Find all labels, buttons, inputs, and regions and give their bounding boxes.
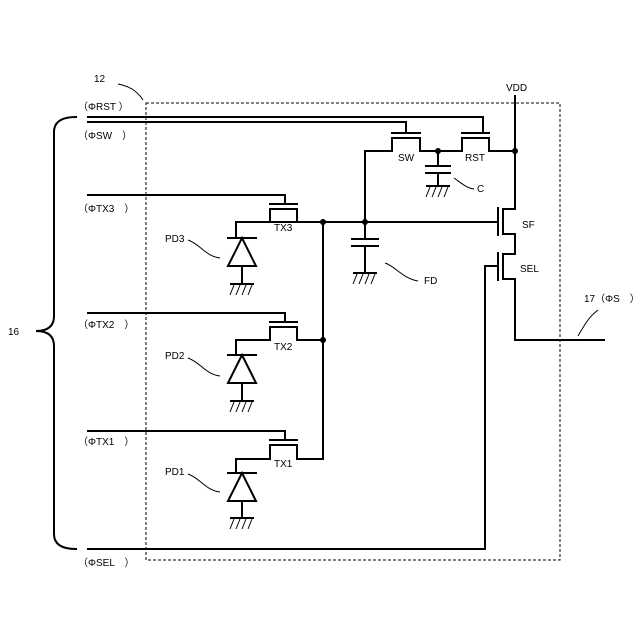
c-leader-line <box>454 178 474 189</box>
tx3-label: TX3 <box>274 223 293 234</box>
signal-label-tx1: （ΦTX1 ） <box>78 436 134 448</box>
pd1-leader-line <box>188 474 220 492</box>
junction-dot-tx3 <box>320 219 326 225</box>
signal-label-tx3: （ΦTX3 ） <box>78 203 134 215</box>
c-label: C <box>477 184 484 195</box>
pd3-label: PD3 <box>165 234 185 245</box>
pd2-label: PD2 <box>165 351 185 362</box>
junction-dot-vdd-rst <box>512 148 518 154</box>
fd-label: FD <box>424 276 437 287</box>
output-leader-line <box>578 310 598 336</box>
output-label: 17（ΦS ） <box>584 293 640 305</box>
tx1-label: TX1 <box>274 459 293 470</box>
sf-label: SF <box>522 220 535 231</box>
capacitor-c <box>426 151 450 197</box>
fd-leader-line <box>385 263 418 281</box>
block-leader-line <box>118 84 143 100</box>
bus-label: 16 <box>8 327 20 338</box>
pd3-photodiode <box>228 238 256 295</box>
pd2-leader-line <box>188 358 220 376</box>
rst-transistor <box>420 133 515 151</box>
block-label: 12 <box>94 74 106 85</box>
sw-label: SW <box>398 153 415 164</box>
sel-transistor <box>88 253 604 549</box>
bus-brace <box>36 117 76 549</box>
sw-transistor <box>365 133 420 220</box>
tx3-gate-line <box>88 195 285 203</box>
sf-transistor <box>498 151 515 254</box>
pd3-leader-line <box>188 240 220 258</box>
junction-dot-fd <box>362 219 368 225</box>
pd2-photodiode <box>228 355 256 412</box>
pd1-label: PD1 <box>165 467 185 478</box>
rst-label: RST <box>465 153 485 164</box>
vdd-label: VDD <box>506 83 527 94</box>
signal-label-tx2: （ΦTX2 ） <box>78 319 134 331</box>
pixel-block-boundary <box>146 103 560 560</box>
fd-capacitor <box>352 222 378 284</box>
junction-dot-c <box>435 148 441 154</box>
pd1-photodiode <box>228 473 256 529</box>
rst-control-line <box>88 117 483 133</box>
junction-dot-tx2 <box>320 337 326 343</box>
signal-label-sw: （ΦSW ） <box>78 130 132 142</box>
signal-label-rst: （ΦRST ） <box>78 101 129 113</box>
sel-label: SEL <box>520 264 539 275</box>
sw-control-line <box>88 122 406 133</box>
tx2-label: TX2 <box>274 342 293 353</box>
signal-label-sel: （ΦSEL ） <box>78 557 135 569</box>
